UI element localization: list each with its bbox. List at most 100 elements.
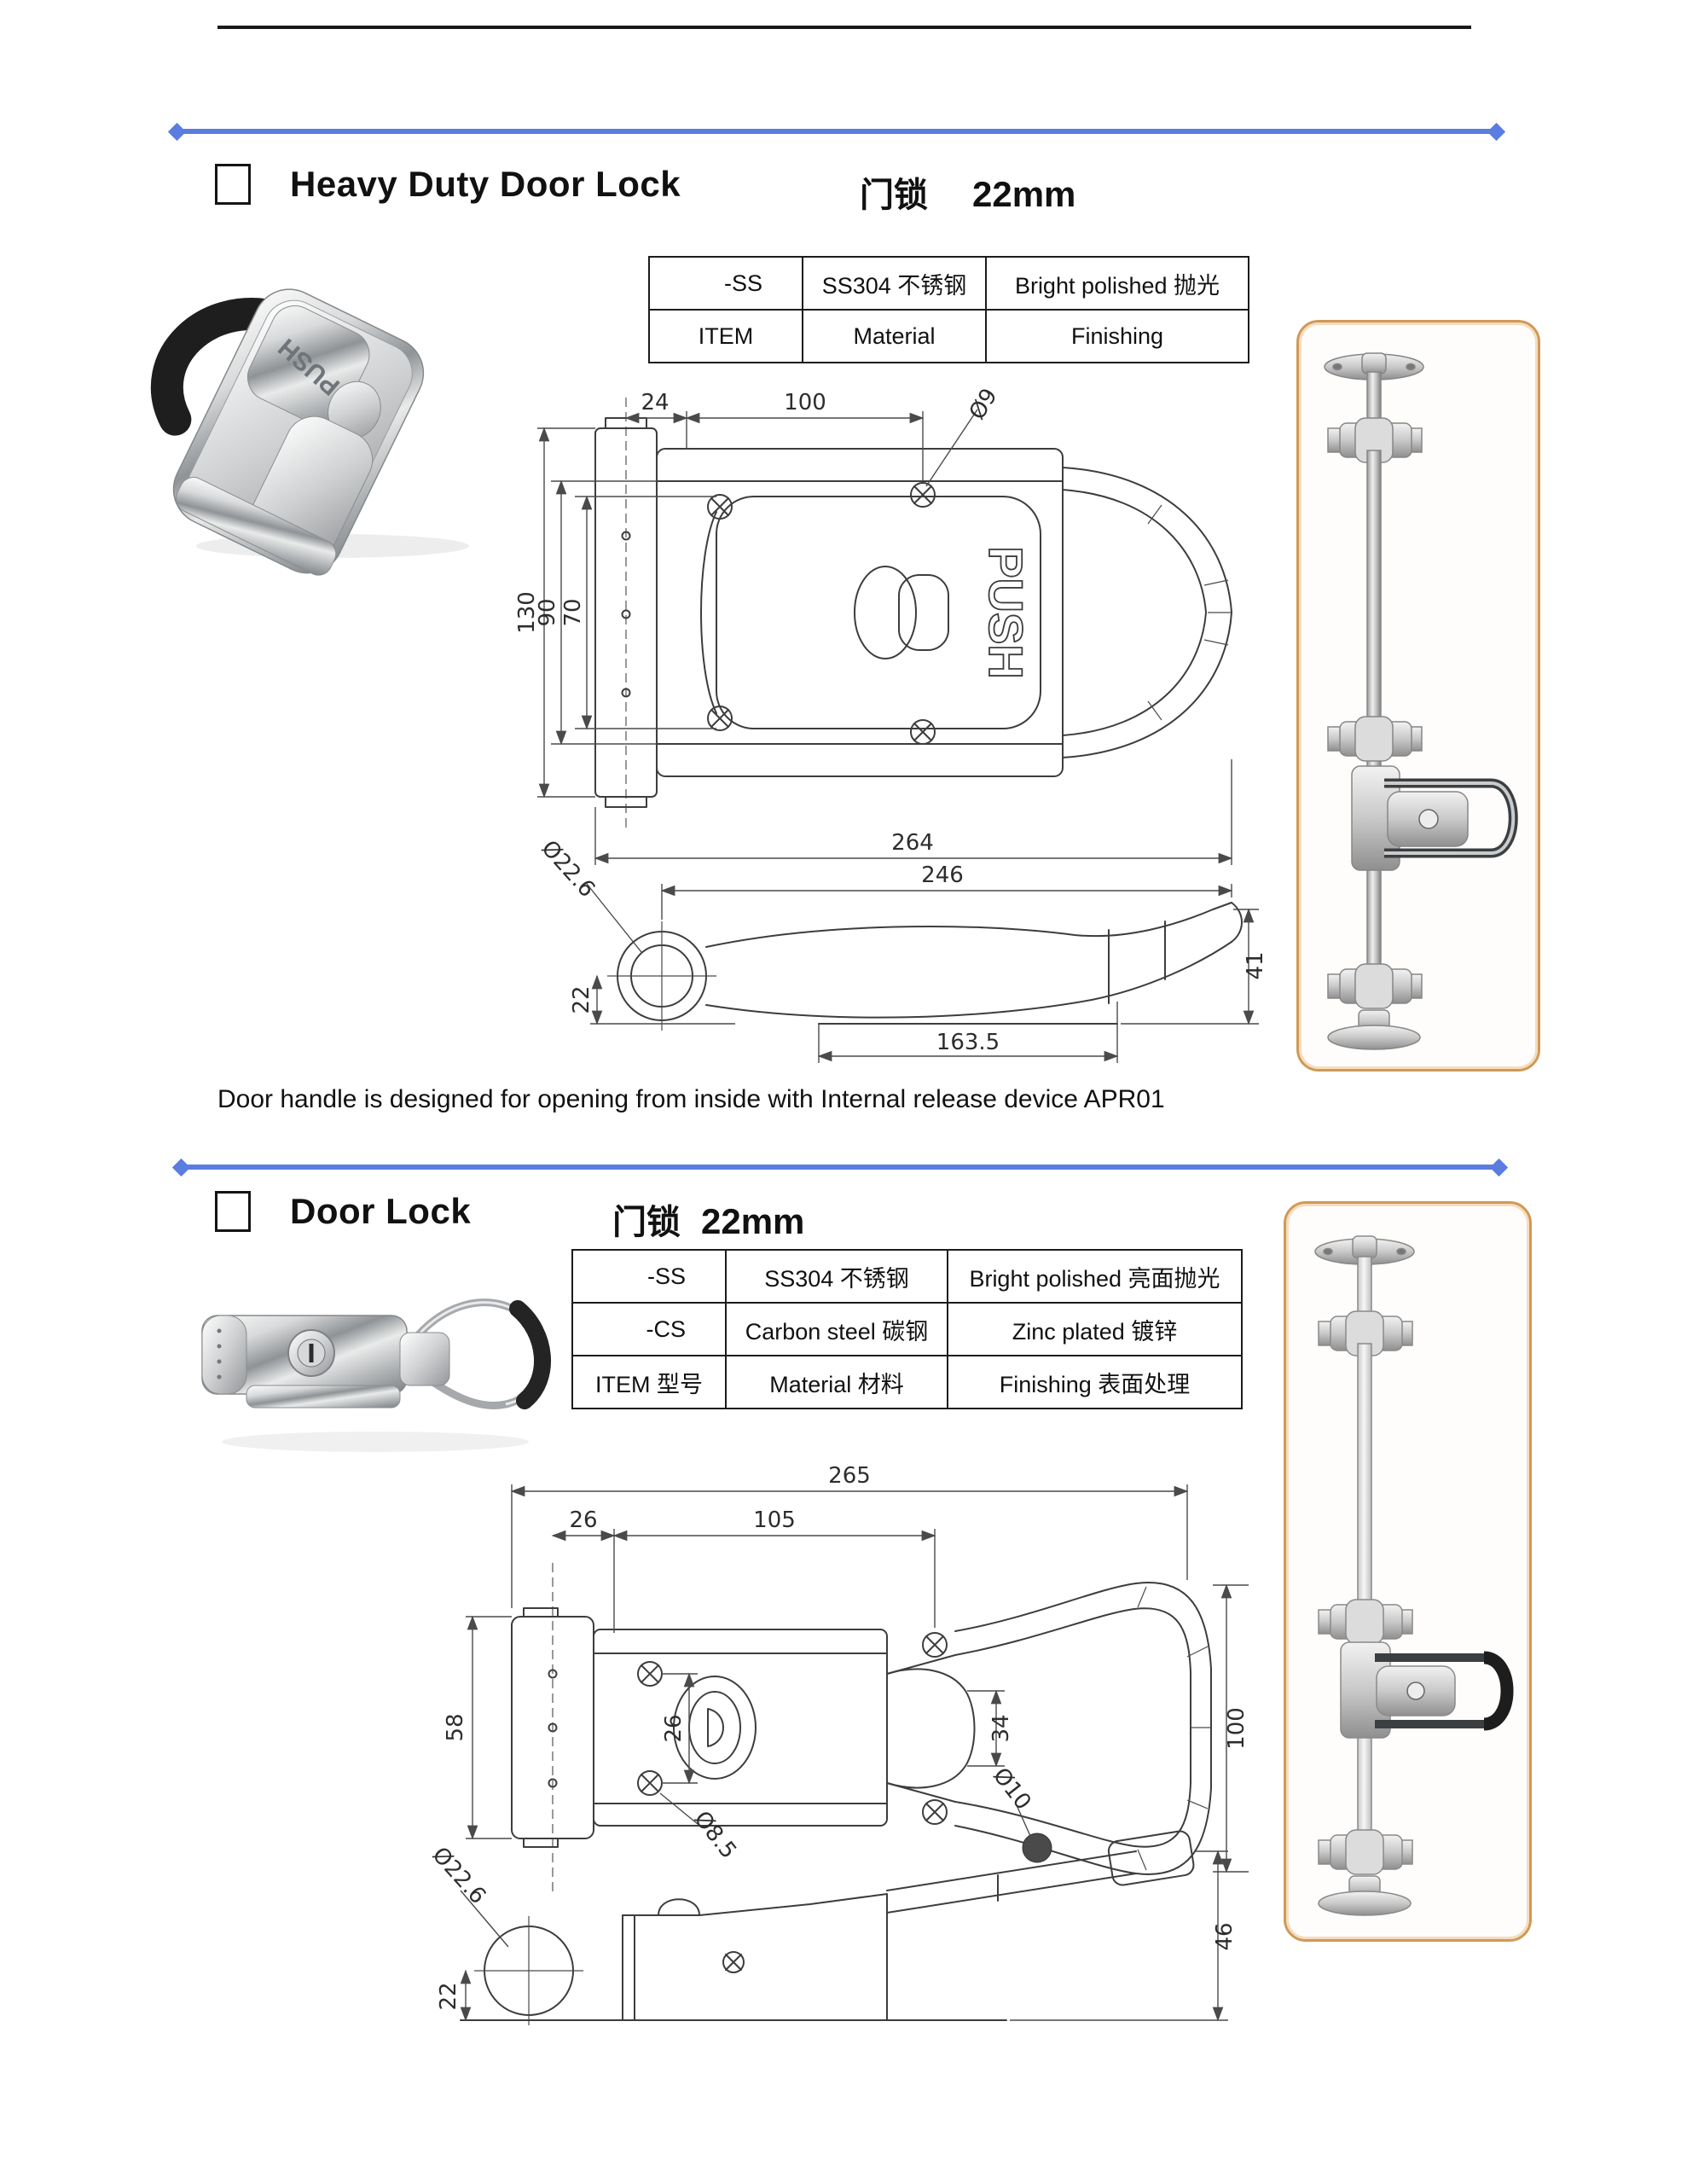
product-photo-door-lock — [201, 1298, 551, 1452]
top-hub — [1352, 1235, 1377, 1259]
dim-58: 58 — [443, 1713, 468, 1741]
section2-title-chinese: 门锁 — [612, 1204, 681, 1241]
dim-24: 24 — [641, 390, 669, 415]
lock-rod — [1357, 1343, 1372, 1850]
table-row: -SS SS304 不锈钢 Bright polished 抛光 — [648, 256, 1249, 311]
drawing2-side-view — [460, 1830, 1195, 2025]
section1-divider — [167, 122, 1506, 141]
spec2-item-code-ss: -SS — [571, 1249, 727, 1304]
hinge-end — [201, 1315, 247, 1395]
dim-163-5: 163.5 — [936, 1030, 1000, 1055]
table-row: -CS Carbon steel 碳钢 Zinc plated 镀锌 — [571, 1302, 1243, 1356]
rubber-handle-loop — [150, 298, 294, 436]
divider-diamond-left — [167, 122, 187, 141]
dim-hole-dia-9: Ø9 — [965, 384, 1003, 424]
dim-26-holes: 26 — [661, 1714, 687, 1742]
dim-41: 41 — [1243, 951, 1268, 979]
table-row: ITEM Material Finishing — [648, 309, 1249, 363]
section1-title-text: Heavy Duty Door Lock — [290, 164, 681, 204]
checkbox-bullet-icon — [215, 1191, 251, 1232]
spec1-finishing-value: Bright polished 抛光 — [985, 256, 1249, 311]
section2-title-text: Door Lock — [290, 1191, 472, 1231]
dim-34: 34 — [988, 1714, 1014, 1742]
rubber-grip — [1482, 1651, 1514, 1731]
drawing1-top-view: PUSH — [594, 398, 1232, 833]
dim-264: 264 — [891, 830, 934, 856]
latch-block — [399, 1332, 450, 1386]
assembly-photo-frame-1 — [1296, 320, 1540, 1072]
dim-90: 90 — [535, 598, 560, 626]
dim-130: 130 — [514, 591, 540, 634]
spec2-finishing-cs: Zinc plated 镀锌 — [947, 1302, 1243, 1356]
dim-22: 22 — [569, 985, 594, 1014]
lock-photo — [201, 1298, 551, 1409]
section2-title-cn: 门锁 22mm — [612, 1194, 804, 1244]
spec1-item-code: -SS — [648, 256, 803, 311]
spec2-finishing-ss: Bright polished 亮面抛光 — [947, 1249, 1243, 1304]
dim-22-2: 22 — [436, 1982, 461, 2010]
technical-drawing-door-lock: 265 26 105 58 26 34 100 Ø8.5 Ø10 — [427, 1463, 1249, 2025]
dim-46: 46 — [1212, 1922, 1238, 1950]
divider-diamond-right — [1487, 122, 1506, 141]
technical-drawing-heavy-duty-lock: PUSH 24 100 Ø9 — [514, 384, 1268, 1063]
dim-246: 246 — [921, 863, 964, 888]
section2-title-size: 22mm — [701, 1201, 805, 1241]
section2-title: Door Lock — [215, 1191, 471, 1232]
spec2-material-cs: Carbon steel 碳钢 — [725, 1302, 948, 1356]
assembly-photo-1 — [1324, 352, 1518, 1050]
spec2-material-ss: SS304 不锈钢 — [725, 1249, 948, 1304]
section1-note: Door handle is designed for opening from… — [217, 1085, 1165, 1113]
section1-title-size: 22mm — [972, 174, 1076, 214]
rubber-grip — [509, 1300, 551, 1409]
dim-105: 105 — [753, 1507, 796, 1533]
spec1-header-material: Material — [802, 309, 987, 363]
section1-title-cn: 门锁 22mm — [860, 167, 1075, 217]
drawing1-side-view — [607, 902, 1243, 1031]
base-plate — [175, 476, 337, 576]
drawing1-top-dimensions: 24 100 Ø9 130 90 70 264 — [514, 384, 1233, 865]
drawing2-top-dimensions: 265 26 105 58 26 34 100 Ø8.5 Ø10 — [443, 1463, 1249, 1873]
top-hub — [1361, 352, 1387, 375]
spec1-header-finishing: Finishing — [985, 309, 1249, 363]
section2-divider — [171, 1158, 1509, 1176]
screw-marks — [707, 482, 936, 745]
lock-body-photo: PUSH — [150, 288, 425, 576]
dim-265: 265 — [828, 1463, 871, 1489]
divider-line — [184, 1165, 1496, 1170]
drawing2-top-view — [511, 1563, 1212, 1894]
table-row: -SS SS304 不锈钢 Bright polished 亮面抛光 — [571, 1249, 1243, 1304]
bottom-flange — [1327, 1025, 1421, 1050]
spec2-item-code-cs: -CS — [571, 1302, 727, 1356]
spec2-header-item: ITEM 型号 — [571, 1355, 727, 1409]
section1-title: Heavy Duty Door Lock — [215, 164, 681, 205]
spec-table-2: -SS SS304 不锈钢 Bright polished 亮面抛光 -CS C… — [571, 1249, 1243, 1409]
checkbox-bullet-icon — [215, 164, 251, 205]
table-row: ITEM 型号 Material 材料 Finishing 表面处理 — [571, 1355, 1243, 1409]
assembly-photo-2 — [1314, 1235, 1514, 1916]
screw-marks — [637, 1632, 948, 1825]
dim-rod-dia-10: Ø10 — [988, 1763, 1036, 1815]
section1-title-chinese: 门锁 — [860, 177, 928, 214]
dim-100: 100 — [784, 390, 826, 415]
top-rule — [217, 26, 1471, 29]
key-cylinder — [1406, 1682, 1425, 1700]
spec-table-1: -SS SS304 不锈钢 Bright polished 抛光 ITEM Ma… — [648, 256, 1249, 363]
dim-hole-dia-8-5: Ø8.5 — [688, 1806, 741, 1863]
divider-diamond-left — [171, 1158, 191, 1176]
spec1-material-value: SS304 不锈钢 — [802, 256, 987, 311]
photo-shadow — [222, 1432, 529, 1452]
dim-tube-dia-2: Ø22.6 — [427, 1842, 491, 1908]
rod-cross-section — [1022, 1833, 1052, 1863]
key-cylinder — [1418, 809, 1439, 829]
spec2-header-finishing: Finishing 表面处理 — [947, 1355, 1243, 1409]
dim-70: 70 — [560, 598, 586, 626]
base-tab — [246, 1385, 401, 1409]
dim-tube-dia: Ø22.6 — [536, 835, 600, 902]
spec1-header-item: ITEM — [648, 309, 803, 363]
dim-26-offset: 26 — [569, 1507, 597, 1533]
bottom-flange — [1318, 1891, 1412, 1916]
divider-diamond-right — [1489, 1158, 1509, 1176]
lock-rod — [1366, 450, 1382, 977]
product-photo-heavy-duty-lock: PUSH — [150, 288, 469, 576]
